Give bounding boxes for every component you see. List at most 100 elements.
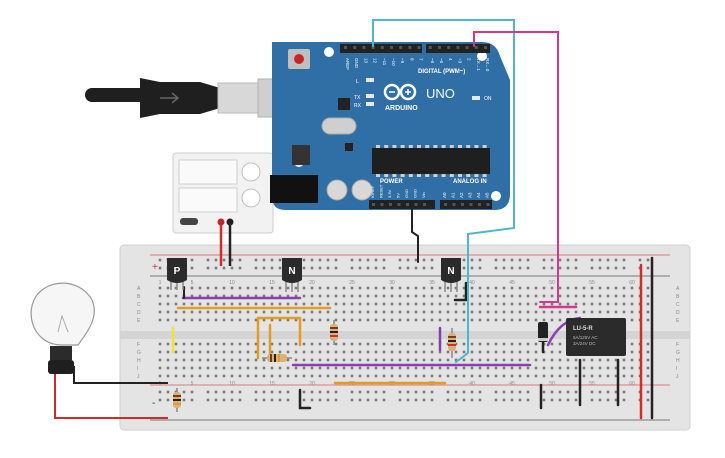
breadboard-hole bbox=[502, 374, 506, 378]
breadboard-hole bbox=[630, 342, 634, 346]
digital-pin[interactable] bbox=[438, 46, 441, 49]
breadboard-hole bbox=[558, 374, 562, 378]
power-pin[interactable] bbox=[397, 203, 401, 206]
breadboard-hole bbox=[278, 294, 282, 298]
breadboard-hole bbox=[502, 310, 506, 314]
breadboard-hole bbox=[566, 302, 570, 306]
breadboard-hole bbox=[534, 294, 538, 298]
rail-hole bbox=[318, 390, 322, 394]
rail-hole bbox=[414, 390, 418, 394]
power-pin[interactable] bbox=[406, 203, 409, 206]
breadboard-hole bbox=[182, 358, 186, 362]
breadboard-hole bbox=[534, 302, 538, 306]
breadboard-hole bbox=[166, 366, 170, 370]
breadboard-hole bbox=[326, 366, 330, 370]
analog-pin[interactable] bbox=[478, 203, 481, 206]
digital-pin-label: ~11 bbox=[382, 58, 387, 66]
reset-button-cap[interactable] bbox=[294, 54, 304, 64]
power-pin[interactable] bbox=[372, 203, 375, 206]
breadboard-hole bbox=[286, 366, 290, 370]
breadboard-hole bbox=[374, 302, 378, 306]
row-label: C bbox=[137, 302, 141, 308]
power-supply-terminal-positive bbox=[217, 218, 225, 226]
breadboard-hole bbox=[446, 358, 450, 362]
breadboard-hole bbox=[206, 310, 210, 314]
power-pin[interactable] bbox=[423, 203, 426, 206]
analog-pin[interactable] bbox=[452, 203, 456, 206]
analog-pin-label: A3 bbox=[468, 192, 473, 198]
breadboard-hole bbox=[206, 318, 210, 322]
rail-hole bbox=[222, 266, 226, 270]
power-pin[interactable] bbox=[389, 203, 392, 206]
breadboard-hole bbox=[342, 350, 346, 354]
rail-hole bbox=[614, 266, 618, 270]
digital-pin[interactable] bbox=[380, 46, 384, 49]
rail-hole bbox=[366, 258, 370, 262]
analog-pin[interactable] bbox=[461, 203, 464, 206]
breadboard-hole bbox=[526, 302, 530, 306]
analog-pin[interactable] bbox=[469, 203, 473, 206]
digital-pin-label: GND bbox=[354, 58, 359, 69]
analog-pin[interactable] bbox=[444, 203, 447, 206]
rail-hole bbox=[526, 398, 530, 402]
breadboard-hole bbox=[366, 310, 370, 314]
row-label: J bbox=[676, 374, 679, 380]
digital-pin[interactable] bbox=[362, 46, 366, 49]
breadboard-hole bbox=[598, 294, 602, 298]
usb-plug-body bbox=[140, 78, 220, 118]
breadboard-hole bbox=[366, 350, 370, 354]
rail-hole bbox=[230, 390, 234, 394]
digital-pin[interactable] bbox=[371, 46, 375, 49]
power-pin[interactable] bbox=[414, 203, 418, 206]
breadboard-hole bbox=[438, 294, 442, 298]
led-label-on: ON bbox=[484, 96, 492, 102]
digital-pin-label: ~5 bbox=[439, 58, 444, 64]
breadboard-hole bbox=[486, 302, 490, 306]
breadboard-hole bbox=[566, 294, 570, 298]
digital-pin[interactable] bbox=[456, 46, 460, 49]
digital-pin[interactable] bbox=[465, 46, 469, 49]
rail-hole bbox=[406, 258, 410, 262]
digital-pin[interactable] bbox=[428, 46, 432, 49]
breadboard-hole bbox=[614, 366, 618, 370]
breadboard-hole bbox=[510, 374, 514, 378]
digital-pin[interactable] bbox=[344, 46, 347, 49]
breadboard-hole bbox=[182, 302, 186, 306]
digital-pin[interactable] bbox=[474, 46, 478, 49]
breadboard-hole bbox=[486, 358, 490, 362]
breadboard-hole bbox=[278, 310, 282, 314]
analog-pin[interactable] bbox=[486, 203, 490, 206]
breadboard-hole bbox=[518, 318, 522, 322]
rail-hole bbox=[502, 390, 506, 394]
breadboard-hole bbox=[366, 374, 370, 378]
breadboard-hole bbox=[318, 294, 322, 298]
breadboard-hole bbox=[606, 358, 610, 362]
breadboard-hole bbox=[630, 318, 634, 322]
digital-pin[interactable] bbox=[408, 46, 412, 49]
rail-hole bbox=[470, 390, 474, 394]
breadboard-hole bbox=[502, 302, 506, 306]
breadboard-hole bbox=[406, 366, 410, 370]
rail-hole bbox=[414, 258, 418, 262]
rail-hole bbox=[614, 258, 618, 262]
rail-hole bbox=[406, 390, 410, 394]
rail-hole bbox=[414, 398, 418, 402]
mcu-pin bbox=[441, 145, 446, 148]
breadboard-hole bbox=[182, 366, 186, 370]
breadboard-hole bbox=[430, 366, 434, 370]
breadboard-hole bbox=[478, 350, 482, 354]
power-pin[interactable] bbox=[380, 203, 384, 206]
breadboard-hole bbox=[270, 310, 274, 314]
digital-pin[interactable] bbox=[484, 46, 487, 49]
breadboard-hole bbox=[270, 374, 274, 378]
digital-pin[interactable] bbox=[447, 46, 451, 49]
breadboard-hole bbox=[534, 310, 538, 314]
breadboard-hole bbox=[166, 310, 170, 314]
digital-pin[interactable] bbox=[390, 46, 393, 49]
digital-pin[interactable] bbox=[353, 46, 357, 49]
digital-pin[interactable] bbox=[399, 46, 403, 49]
breadboard-hole bbox=[190, 358, 194, 362]
digital-pin[interactable] bbox=[417, 46, 421, 49]
